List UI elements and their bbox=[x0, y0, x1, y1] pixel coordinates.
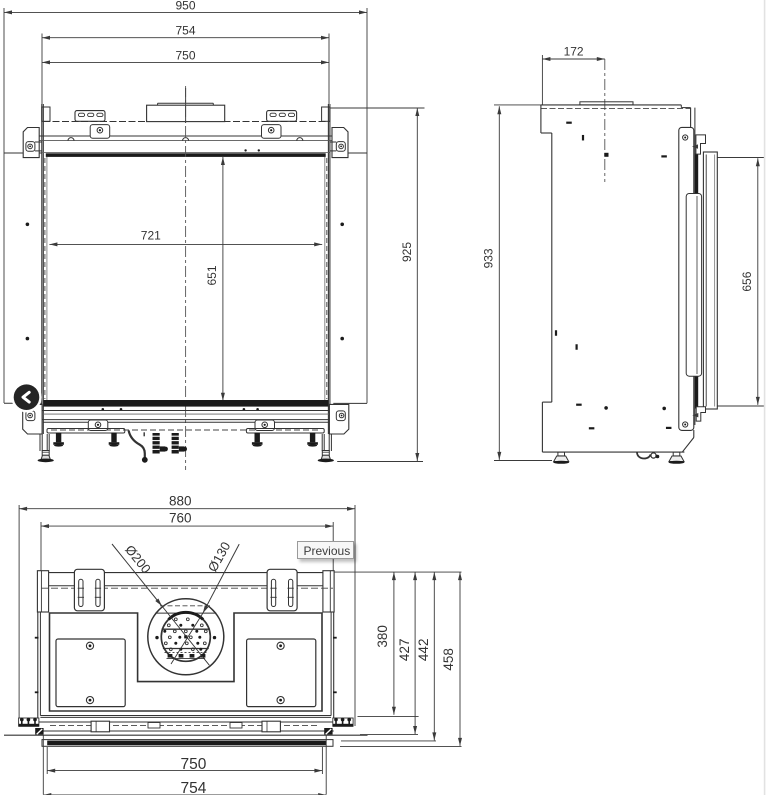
svg-text:754: 754 bbox=[175, 24, 195, 38]
svg-text:Ø200: Ø200 bbox=[122, 542, 154, 576]
svg-text:933: 933 bbox=[481, 248, 495, 268]
svg-text:380: 380 bbox=[375, 625, 390, 648]
svg-text:750: 750 bbox=[180, 756, 206, 773]
svg-text:427: 427 bbox=[397, 639, 412, 662]
svg-text:442: 442 bbox=[416, 639, 431, 662]
svg-text:750: 750 bbox=[175, 48, 195, 62]
svg-text:760: 760 bbox=[169, 511, 192, 526]
svg-text:458: 458 bbox=[441, 648, 456, 671]
svg-text:721: 721 bbox=[141, 229, 161, 243]
svg-text:651: 651 bbox=[205, 265, 219, 285]
svg-text:656: 656 bbox=[740, 271, 754, 291]
svg-text:880: 880 bbox=[169, 493, 192, 508]
svg-text:754: 754 bbox=[180, 780, 206, 795]
svg-text:Ø130: Ø130 bbox=[205, 539, 234, 574]
svg-text:925: 925 bbox=[400, 242, 414, 262]
svg-text:172: 172 bbox=[564, 45, 584, 59]
svg-text:950: 950 bbox=[175, 0, 195, 12]
